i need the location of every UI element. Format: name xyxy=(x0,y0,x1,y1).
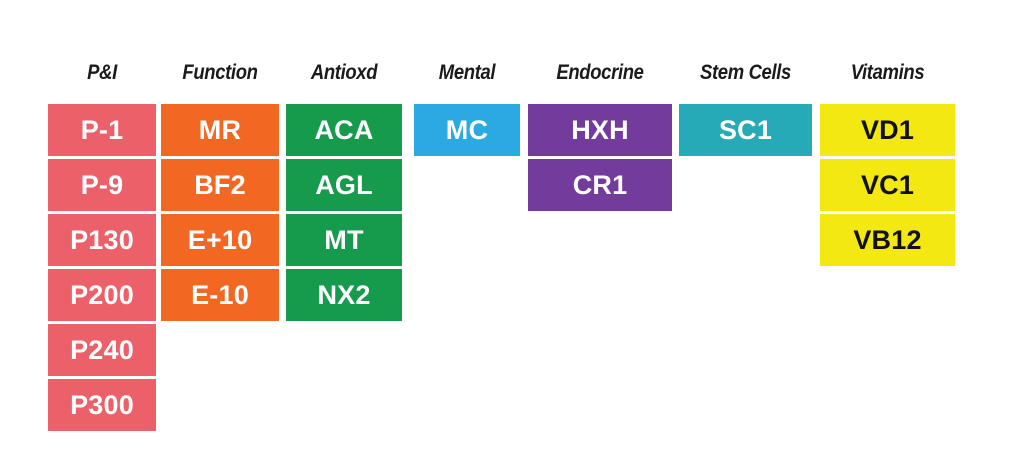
category-items: MC xyxy=(414,104,520,156)
category-header: Mental xyxy=(438,61,496,84)
item-block[interactable]: ACA xyxy=(286,104,402,156)
item-block[interactable]: VC1 xyxy=(820,159,955,211)
item-block[interactable]: HXH xyxy=(528,104,672,156)
category-header: P&I xyxy=(87,61,117,84)
item-block[interactable]: MR xyxy=(161,104,279,156)
item-block[interactable]: CR1 xyxy=(528,159,672,211)
item-block[interactable]: NX2 xyxy=(286,269,402,321)
category-header: Vitamins xyxy=(850,61,925,84)
item-block[interactable]: P130 xyxy=(48,214,156,266)
category-items: SC1 xyxy=(679,104,812,156)
item-block[interactable]: AGL xyxy=(286,159,402,211)
item-block[interactable]: BF2 xyxy=(161,159,279,211)
item-block[interactable]: MT xyxy=(286,214,402,266)
category-header: Antioxd xyxy=(310,61,378,84)
item-block[interactable]: P-9 xyxy=(48,159,156,211)
category-header: Function xyxy=(182,61,258,84)
item-block[interactable]: MC xyxy=(414,104,520,156)
category-header: Stem Cells xyxy=(700,61,791,84)
item-block[interactable]: SC1 xyxy=(679,104,812,156)
category-header: Endocrine xyxy=(556,61,644,84)
item-block[interactable]: P240 xyxy=(48,324,156,376)
item-block[interactable]: E+10 xyxy=(161,214,279,266)
item-block[interactable]: P300 xyxy=(48,379,156,431)
item-block[interactable]: P200 xyxy=(48,269,156,321)
item-block[interactable]: P-1 xyxy=(48,104,156,156)
item-block[interactable]: E-10 xyxy=(161,269,279,321)
item-block[interactable]: VD1 xyxy=(820,104,955,156)
item-block[interactable]: VB12 xyxy=(820,214,955,266)
